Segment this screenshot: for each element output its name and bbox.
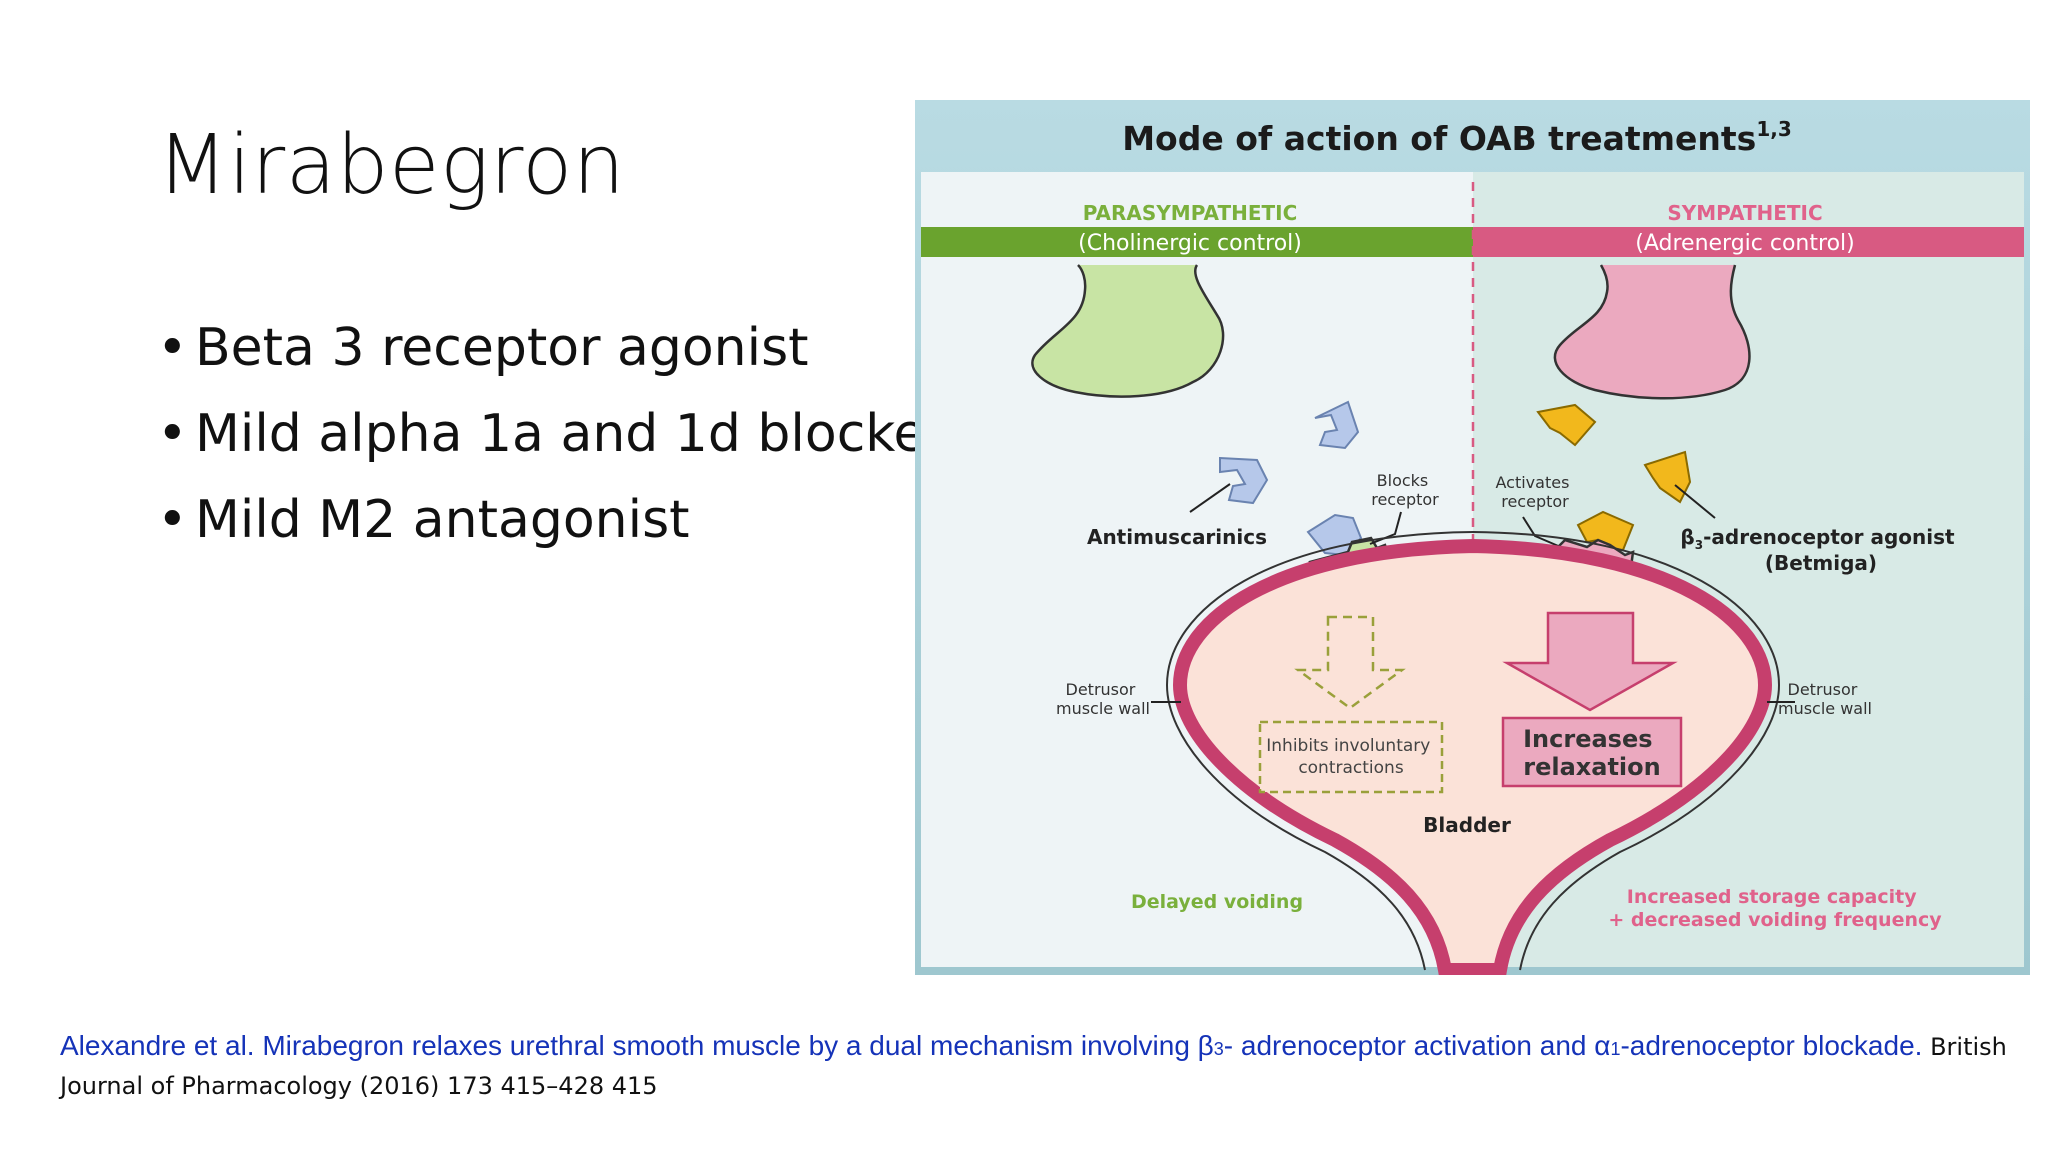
sympathetic-label: SYMPATHETIC [1667, 201, 1822, 225]
antimuscarinics-pointer [1189, 483, 1231, 513]
inhibits-box [1258, 720, 1444, 794]
sympathetic-nerve-terminal [1553, 264, 1751, 400]
inhibits-label: Inhibits involuntary contractions [1266, 736, 1436, 778]
blocks-receptor-label: Blocks receptor [1371, 471, 1439, 509]
citation-journal: British Journal of Pharmacology (2016) 1… [60, 1033, 2007, 1100]
increases-box [1501, 716, 1683, 788]
cholinergic-bar [921, 227, 1473, 257]
blocks-receptor-pointer [1369, 511, 1402, 545]
cholinergic-label: (Cholinergic control) [1078, 231, 1302, 256]
bladder-outer-line [1165, 530, 1781, 971]
agonist-label: β3-adrenoceptor agonist (Betmiga) [1680, 525, 1961, 575]
beta3-agonist-molecule [1643, 450, 1692, 504]
adrenergic-label: (Adrenergic control) [1635, 231, 1854, 256]
oab-mode-of-action-diagram: Mode of action of OAB treatments1,3 PARA… [915, 100, 2030, 975]
slide-title: Mirabegron [157, 118, 626, 213]
beta3-agonist-molecule [1536, 403, 1597, 447]
bladder-label: Bladder [1423, 813, 1511, 837]
parasympathetic-nerve-terminal [1031, 264, 1225, 398]
increases-label: Increases relaxation [1523, 725, 1661, 781]
bullet-item: Beta 3 receptor agonist [157, 305, 947, 391]
bullet-item: Mild alpha 1a and 1d blocker [157, 391, 947, 477]
antimuscarinic-molecule [1314, 400, 1360, 450]
adrenergic-bar [1473, 227, 2024, 257]
citation: Alexandre et al. Mirabegron relaxes uret… [60, 1028, 2020, 1104]
activates-receptor-label: Activates receptor [1496, 473, 1575, 511]
parasympathetic-label: PARASYMPATHETIC [1083, 201, 1298, 225]
agonist-pointer [1674, 484, 1716, 519]
detrusor-right-label: Detrusor muscle wall [1778, 680, 1872, 718]
detrusor-left-label: Detrusor muscle wall [1056, 680, 1150, 718]
storage-capacity-label: Increased storage capacity + decreased v… [1608, 886, 1942, 931]
inhibits-dashed-arrow [1294, 615, 1406, 710]
delayed-voiding-label: Delayed voiding [1131, 891, 1303, 913]
antimuscarinics-label: Antimuscarinics [1087, 525, 1267, 549]
increases-arrow [1502, 611, 1678, 712]
bullet-item: Mild M2 antagonist [157, 477, 947, 563]
citation-text: Alexandre et al. Mirabegron relaxes uret… [60, 1030, 1923, 1061]
antimuscarinic-molecule [1219, 456, 1269, 505]
diagram-title: Mode of action of OAB treatments1,3 [1122, 117, 1792, 158]
bullet-list: Beta 3 receptor agonist Mild alpha 1a an… [157, 305, 947, 563]
